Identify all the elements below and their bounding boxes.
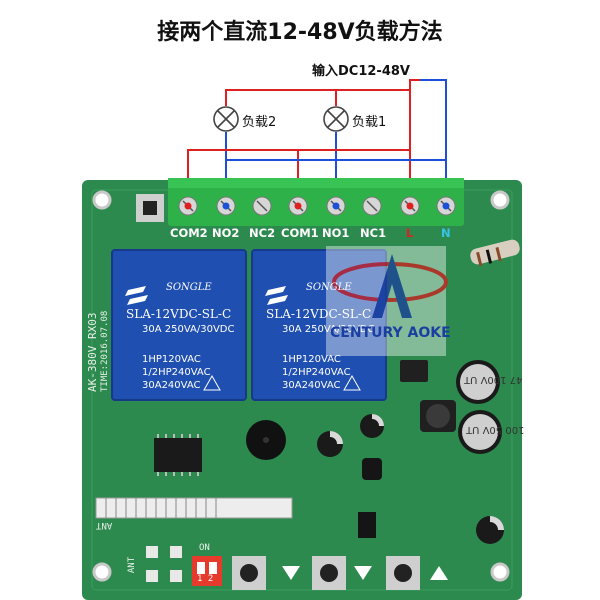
terminal-label-com2: COM2: [170, 226, 208, 240]
load-1-label: 负载1: [352, 115, 387, 130]
terminal-label-no2: NO2: [212, 226, 240, 240]
electrolytic-capacitor: [476, 516, 504, 544]
lamp-icon: [213, 106, 239, 132]
inductor: [420, 400, 456, 432]
relay-2-spec: 30A 250VA/30VDC: [142, 324, 235, 335]
capacitor-label: 100 50V UT: [466, 424, 525, 435]
relay-1-spec: 30A240VAC: [282, 380, 341, 391]
terminal-label-nc2: NC2: [249, 226, 276, 240]
arrow-down-icon: [282, 566, 300, 580]
ant-silk: ANT: [96, 520, 113, 530]
relay-1: [251, 249, 387, 401]
watermark-logo: [326, 246, 448, 356]
relay-1-spec: 1HP120VAC: [282, 354, 341, 365]
arrow-down-icon: [354, 566, 372, 580]
board-date-silk: TIME:2016.07.08: [100, 310, 110, 392]
red-wire-l: [409, 79, 420, 210]
electrolytic-capacitor: [360, 414, 384, 438]
arrow-up-icon: [430, 566, 448, 580]
load-2-label: 负载2: [242, 115, 277, 130]
board-model-silk: AK-380V RX03: [86, 312, 99, 392]
terminal-label-com1: COM1: [281, 226, 319, 240]
terminal-block: [168, 178, 464, 226]
relay-2-spec: 1/2HP240VAC: [142, 367, 211, 378]
test-pads: [146, 546, 182, 582]
wire-dots: [184, 202, 450, 210]
dip-switch: [192, 556, 222, 586]
terminal-label-n: N: [441, 226, 451, 240]
large-capacitor: [458, 410, 502, 454]
tact-button: [232, 556, 266, 590]
terminal-label-l: L: [406, 226, 414, 240]
tact-button: [386, 556, 420, 590]
relay-2-model: SLA-12VDC-SL-C: [126, 307, 232, 321]
relay-2: [111, 249, 247, 401]
large-capacitor: [456, 360, 500, 404]
mcu-chip: [154, 434, 202, 476]
red-wire-load2: [225, 89, 336, 106]
relay-1-spec: 1/2HP240VAC: [282, 367, 351, 378]
page-title: 接两个直流12-48V负载方法: [157, 20, 443, 45]
electrolytic-capacitor: [317, 431, 343, 457]
relay-2-spec: 1HP120VAC: [142, 354, 201, 365]
resistor: [470, 239, 520, 267]
terminal-label-nc1: NC1: [360, 226, 387, 240]
relay-2-brand: SONGLE: [166, 282, 212, 293]
relay-1-model: SLA-12VDC-SL-C: [266, 307, 372, 321]
ant-silk-2: ANT: [127, 556, 138, 574]
dip-number-label: 1 2: [197, 574, 214, 584]
lamp-icon: [323, 106, 349, 132]
smd-chip: [358, 512, 376, 538]
antenna-coil: [95, 497, 293, 519]
relay-1-brand: SONGLE: [306, 282, 352, 293]
tact-button: [136, 194, 164, 222]
relay-1-spec: 30A 250VA/30VDC: [282, 324, 375, 335]
blue-wire-n: [420, 79, 447, 210]
terminal-label-no1: NO1: [322, 226, 350, 240]
capacitor-label: 47 100V UT: [464, 374, 523, 385]
tact-button: [312, 556, 346, 590]
relay-2-spec: 30A240VAC: [142, 380, 201, 391]
input-label: 输入DC12-48V: [312, 64, 410, 79]
red-wire-load1: [335, 89, 410, 106]
transistor: [362, 458, 382, 480]
watermark-text: CENTURY AOKE: [330, 325, 451, 341]
dip-on-label: ON: [199, 543, 210, 553]
inductor: [400, 360, 428, 382]
